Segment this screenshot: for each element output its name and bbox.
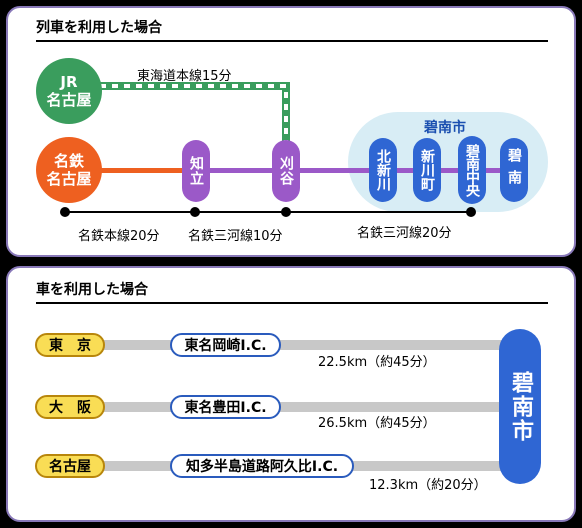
hekinan-area-label: 碧南市	[424, 120, 466, 136]
train-section-title: 列車を利用した場合	[36, 20, 162, 36]
mikawa-20-duration: 名鉄三河線20分	[357, 226, 452, 241]
mikawa-line	[196, 168, 516, 173]
meitetsu-honsen-line	[90, 168, 196, 173]
ic-tomei-okazaki: 東名岡崎I.C.	[170, 333, 281, 357]
station-hekinan: 碧南	[500, 138, 528, 202]
timeline-dot-hekinan-chuo	[466, 207, 476, 217]
car-title-underline	[36, 302, 548, 304]
destination-hekinan-label: 碧南市	[508, 370, 533, 443]
distance-tokyo: 22.5km（約45分）	[318, 355, 436, 370]
origin-nagoya: 名古屋	[35, 454, 105, 478]
car-section-title: 車を利用した場合	[36, 282, 148, 298]
timeline-dot-kariya	[281, 207, 291, 217]
timeline-dot-chiryu	[190, 207, 200, 217]
station-kita-shinkawa: 北新川	[369, 138, 397, 202]
distance-osaka: 26.5km（約45分）	[318, 416, 436, 431]
station-meitetsu-nagoya-label: 名鉄 名古屋	[46, 152, 92, 188]
station-shinkawa-machi: 新川町	[413, 138, 441, 202]
destination-hekinan: 碧南市	[499, 329, 541, 484]
mikawa-10-duration: 名鉄三河線10分	[188, 229, 283, 244]
station-meitetsu-nagoya: 名鉄 名古屋	[36, 137, 102, 203]
road-osaka	[100, 402, 510, 412]
meitetsu-honsen-duration: 名鉄本線20分	[78, 229, 160, 244]
ic-tomei-toyota: 東名豊田I.C.	[170, 395, 281, 419]
station-jr-nagoya: JR 名古屋	[36, 58, 102, 124]
tokaido-line-label: 東海道本線15分	[137, 69, 232, 84]
timeline-axis	[65, 211, 471, 213]
road-tokyo	[100, 340, 510, 350]
station-kariya: 刈谷	[272, 140, 300, 202]
car-panel	[6, 266, 576, 522]
station-chiryu: 知立	[182, 140, 210, 202]
station-hekinan-chuo: 碧南中央	[458, 136, 486, 204]
origin-osaka: 大 阪	[35, 395, 105, 419]
timeline-dot-meitetsu-nagoya	[60, 207, 70, 217]
station-jr-nagoya-label: JR 名古屋	[46, 73, 92, 109]
train-title-underline	[36, 40, 548, 42]
origin-tokyo: 東 京	[35, 333, 105, 357]
ic-chita-hanto-agui: 知多半島道路阿久比I.C.	[170, 454, 354, 478]
distance-nagoya: 12.3km（約20分）	[369, 478, 487, 493]
